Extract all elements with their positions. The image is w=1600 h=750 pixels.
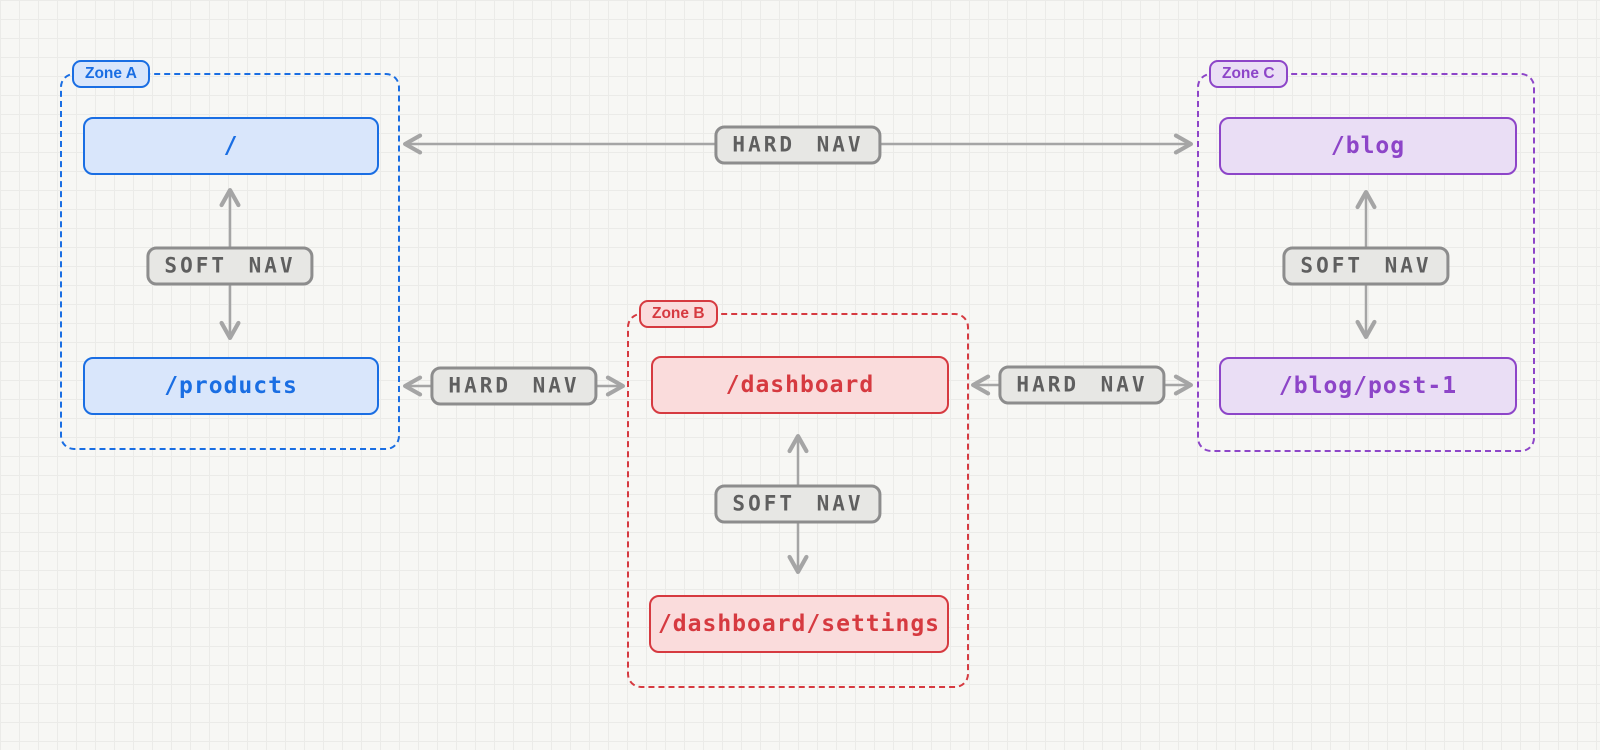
route-node-dashboard-settings: /dashboard/settings (649, 595, 949, 653)
hard-nav-label-top: HARD NAV (714, 125, 882, 165)
route-node-dashboard: /dashboard (651, 356, 949, 414)
zone-c-label: Zone C (1209, 60, 1288, 88)
route-node-products: /products (83, 357, 379, 415)
hard-nav-label-right: HARD NAV (998, 365, 1166, 405)
route-node-blog: /blog (1219, 117, 1517, 175)
zone-a-label: Zone A (72, 60, 150, 88)
route-node-root: / (83, 117, 379, 175)
soft-nav-label-zone-c: SOFT NAV (1282, 246, 1450, 286)
zone-c: Zone C /blog /blog/post-1 (1197, 60, 1535, 452)
zone-b-label: Zone B (639, 300, 718, 328)
soft-nav-label-zone-a: SOFT NAV (146, 246, 314, 286)
soft-nav-label-zone-b: SOFT NAV (714, 484, 882, 524)
hard-nav-label-left: HARD NAV (430, 366, 598, 406)
route-node-blog-post-1: /blog/post-1 (1219, 357, 1517, 415)
zone-b: Zone B /dashboard /dashboard/settings (627, 300, 969, 688)
zone-a: Zone A / /products (60, 60, 400, 450)
